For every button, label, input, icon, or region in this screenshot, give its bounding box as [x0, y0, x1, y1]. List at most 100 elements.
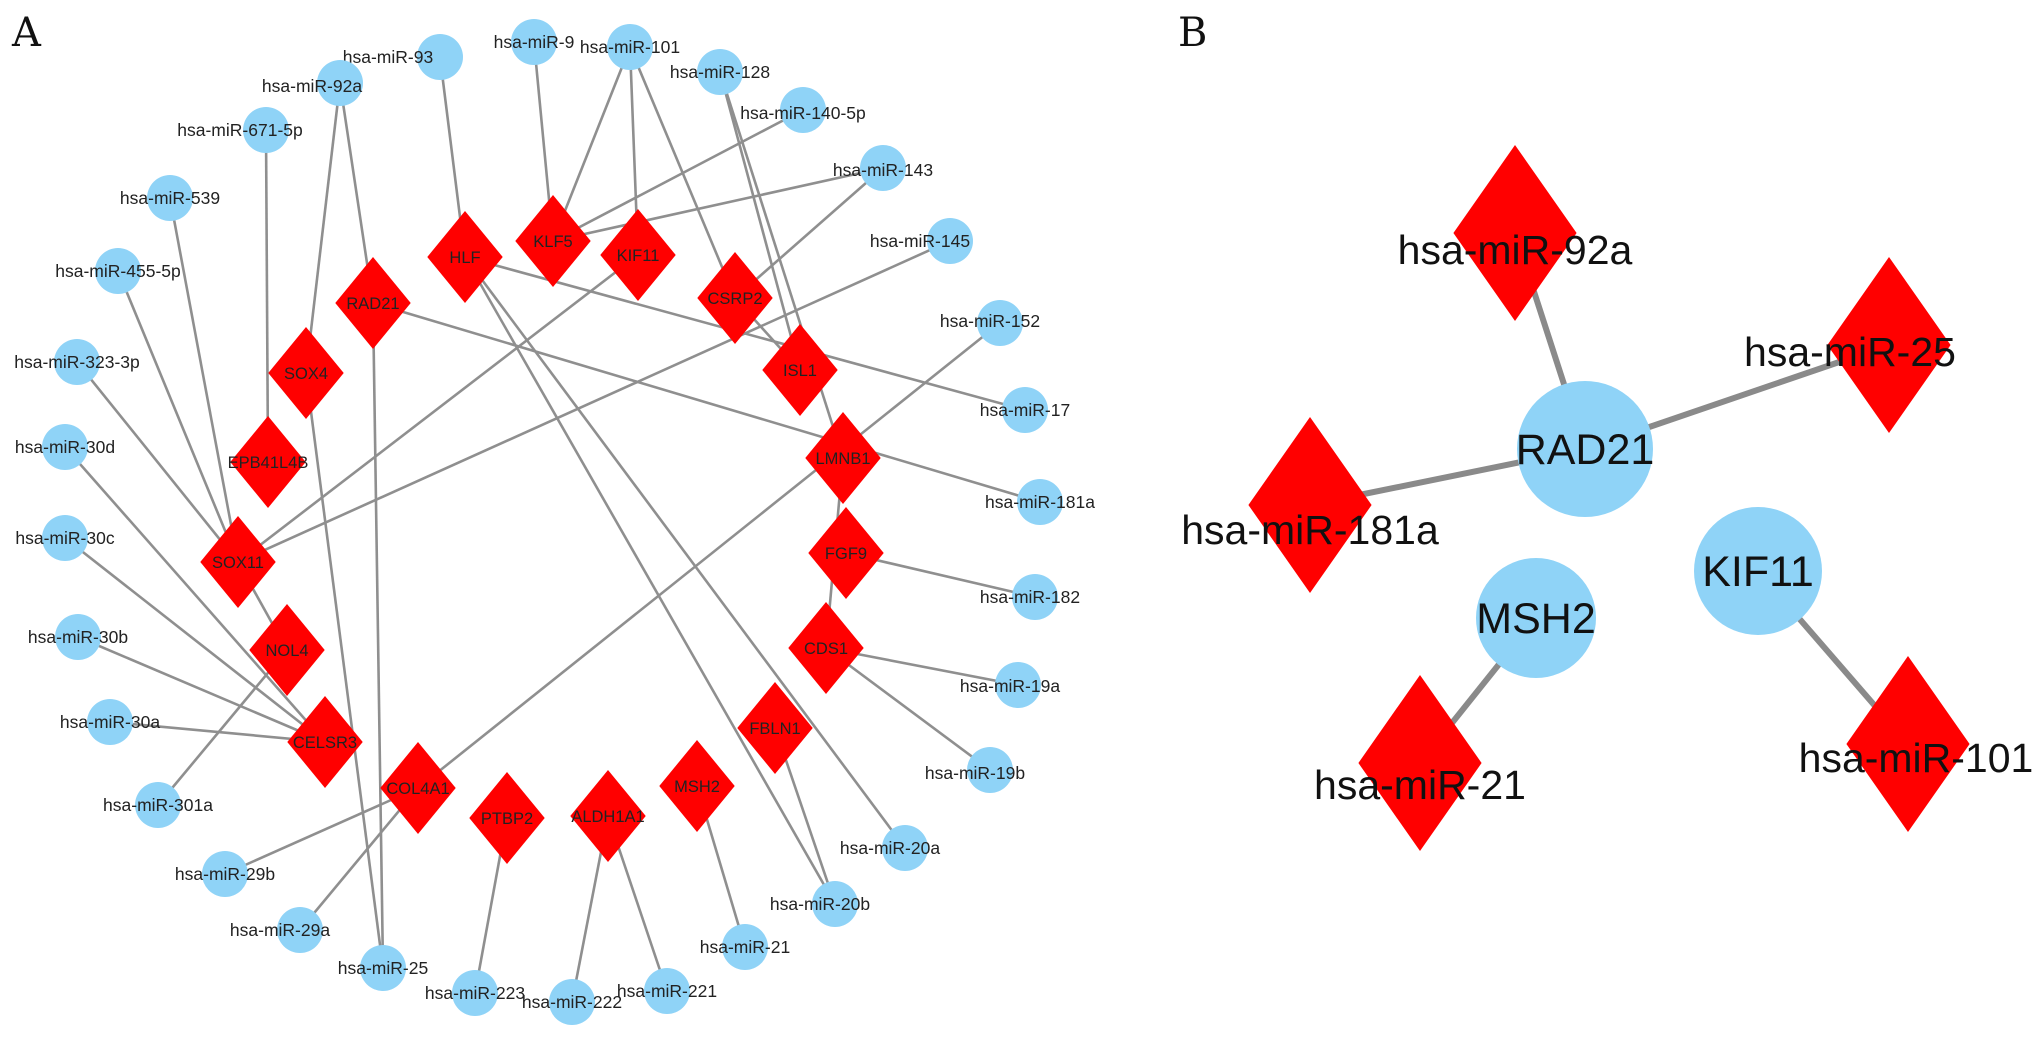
mirna-node-circle: [644, 968, 690, 1014]
mirna-node-m21[interactable]: hsa-miR-21: [1314, 675, 1526, 851]
mirna-node-label: hsa-miR-29b: [175, 864, 275, 884]
mirna-node-m92a[interactable]: hsa-miR-92a: [262, 60, 363, 106]
mirna-node-m9[interactable]: hsa-miR-9: [494, 19, 575, 65]
gene-node-EPB41L4B[interactable]: EPB41L4B: [228, 416, 309, 508]
mirna-node-m93[interactable]: hsa-miR-93: [343, 34, 463, 80]
mirna-node-m21[interactable]: hsa-miR-21: [700, 924, 790, 970]
mirna-node-m181a[interactable]: hsa-miR-181a: [1181, 417, 1439, 593]
mirna-node-m145[interactable]: hsa-miR-145: [870, 218, 973, 264]
mirna-node-m29a[interactable]: hsa-miR-29a: [230, 907, 330, 953]
gene-node-LMNB1[interactable]: LMNB1: [805, 412, 881, 504]
mirna-node-diamond: [1358, 675, 1482, 851]
gene-node-CSRP2[interactable]: CSRP2: [697, 252, 773, 344]
gene-node-label: CDS1: [804, 640, 848, 658]
mirna-node-label: hsa-miR-145: [870, 231, 970, 251]
mirna-node-m30b[interactable]: hsa-miR-30b: [28, 614, 128, 660]
mirna-node-circle: [87, 699, 133, 745]
mirna-node-label: hsa-miR-30a: [60, 712, 160, 732]
gene-node-label: NOL4: [265, 642, 308, 660]
gene-node-ISL1[interactable]: ISL1: [762, 324, 838, 416]
gene-node-label: PTBP2: [481, 810, 533, 828]
mirna-node-m181a[interactable]: hsa-miR-181a: [985, 479, 1095, 525]
mirna-node-m19b[interactable]: hsa-miR-19b: [925, 747, 1025, 793]
mirna-node-label: hsa-miR-25: [1744, 329, 1956, 375]
mirna-node-label: hsa-miR-17: [980, 400, 1070, 420]
edge-m30d-CELSR3: [64, 446, 326, 743]
mirna-node-m671[interactable]: hsa-miR-671-5p: [177, 107, 303, 153]
mirna-node-circle: [147, 175, 193, 221]
gene-node-SOX11[interactable]: SOX11: [200, 516, 276, 608]
mirna-node-m25[interactable]: hsa-miR-25: [338, 945, 428, 991]
gene-node-CELSR3[interactable]: CELSR3: [287, 696, 363, 788]
mirna-node-m455[interactable]: hsa-miR-455-5p: [55, 248, 181, 294]
gene-node-NOL4[interactable]: NOL4: [249, 604, 325, 696]
mirna-node-m20a[interactable]: hsa-miR-20a: [840, 825, 940, 871]
gene-node-label: EPB41L4B: [228, 454, 309, 472]
mirna-node-m30d[interactable]: hsa-miR-30d: [15, 424, 115, 470]
gene-node-ALDH1A1[interactable]: ALDH1A1: [570, 770, 646, 862]
gene-node-COL4A1[interactable]: COL4A1: [380, 742, 456, 834]
gene-node-RAD21[interactable]: RAD21: [1516, 381, 1655, 517]
mirna-node-label: hsa-miR-101: [580, 37, 680, 57]
mirna-node-m221[interactable]: hsa-miR-221: [617, 968, 717, 1014]
edge-m29b-COL4A1: [224, 786, 419, 876]
mirna-node-m30c[interactable]: hsa-miR-30c: [15, 515, 115, 561]
mirna-node-m128[interactable]: hsa-miR-128: [670, 49, 770, 95]
mirna-node-m152[interactable]: hsa-miR-152: [940, 300, 1040, 346]
mirna-node-m140[interactable]: hsa-miR-140-5p: [740, 87, 866, 133]
gene-node-SOX4[interactable]: SOX4: [268, 327, 344, 419]
gene-node-label: SOX11: [212, 554, 264, 572]
gene-node-PTBP2[interactable]: PTBP2: [469, 772, 545, 864]
gene-node-KLF5[interactable]: KLF5: [515, 195, 591, 287]
mirna-node-label: hsa-miR-323-3p: [14, 352, 139, 372]
mirna-node-m222[interactable]: hsa-miR-222: [522, 979, 622, 1025]
mirna-node-label: hsa-miR-21: [700, 937, 790, 957]
panel-b-letter: B: [1178, 10, 1207, 56]
gene-node-FGF9[interactable]: FGF9: [808, 507, 884, 599]
mirna-node-label: hsa-miR-181a: [985, 492, 1095, 512]
mirna-node-m19a[interactable]: hsa-miR-19a: [960, 662, 1060, 708]
gene-node-circle: [1694, 507, 1822, 635]
gene-node-MSH2[interactable]: MSH2: [659, 740, 735, 832]
gene-node-MSH2[interactable]: MSH2: [1476, 558, 1596, 678]
gene-node-KIF11[interactable]: KIF11: [1694, 507, 1822, 635]
gene-node-diamond: [659, 740, 735, 832]
gene-node-HLF[interactable]: HLF: [427, 211, 503, 303]
mirna-node-m182[interactable]: hsa-miR-182: [980, 574, 1080, 620]
gene-node-FBLN1[interactable]: FBLN1: [737, 682, 813, 774]
mirna-node-m20b[interactable]: hsa-miR-20b: [770, 881, 870, 927]
gene-node-RAD21[interactable]: RAD21: [335, 257, 411, 349]
mirna-node-m25[interactable]: hsa-miR-25: [1744, 257, 1956, 433]
mirna-node-m92a[interactable]: hsa-miR-92a: [1398, 145, 1633, 321]
mirna-node-m17[interactable]: hsa-miR-17: [980, 387, 1070, 433]
mirna-node-label: hsa-miR-9: [494, 32, 575, 52]
mirna-node-m539[interactable]: hsa-miR-539: [120, 175, 220, 221]
gene-node-label: RAD21: [1516, 426, 1655, 474]
mirna-node-m223[interactable]: hsa-miR-223: [425, 970, 525, 1016]
gene-node-label: FBLN1: [749, 720, 800, 738]
mirna-node-m323[interactable]: hsa-miR-323-3p: [14, 339, 140, 385]
edge-m20b-HLF: [463, 256, 837, 905]
mirna-node-circle: [135, 782, 181, 828]
mirna-node-m101[interactable]: hsa-miR-101: [1799, 656, 2032, 832]
mirna-node-m29b[interactable]: hsa-miR-29b: [175, 851, 275, 897]
mirna-node-circle: [549, 979, 595, 1025]
mirna-node-m101[interactable]: hsa-miR-101: [580, 24, 680, 70]
mirna-node-circle: [95, 248, 141, 294]
gene-node-diamond: [427, 211, 503, 303]
mirna-node-label: hsa-miR-93: [343, 47, 433, 67]
mirna-node-m143[interactable]: hsa-miR-143: [833, 145, 933, 191]
panel-b-nodes: hsa-miR-92a hsa-miR-25 hsa-miR-181a hsa-miR…: [1181, 145, 2032, 851]
gene-node-CDS1[interactable]: CDS1: [788, 602, 864, 694]
gene-node-diamond: [230, 416, 306, 508]
mirna-node-m30a[interactable]: hsa-miR-30a: [60, 699, 160, 745]
gene-node-KIF11[interactable]: KIF11: [600, 209, 676, 301]
mirna-node-circle: [722, 924, 768, 970]
gene-node-label: FGF9: [825, 545, 867, 563]
mirna-node-m301a[interactable]: hsa-miR-301a: [103, 782, 213, 828]
edge-m30b-CELSR3: [77, 635, 326, 744]
mirna-node-label: hsa-miR-301a: [103, 795, 213, 815]
mirna-node-label: hsa-miR-30d: [15, 437, 115, 457]
